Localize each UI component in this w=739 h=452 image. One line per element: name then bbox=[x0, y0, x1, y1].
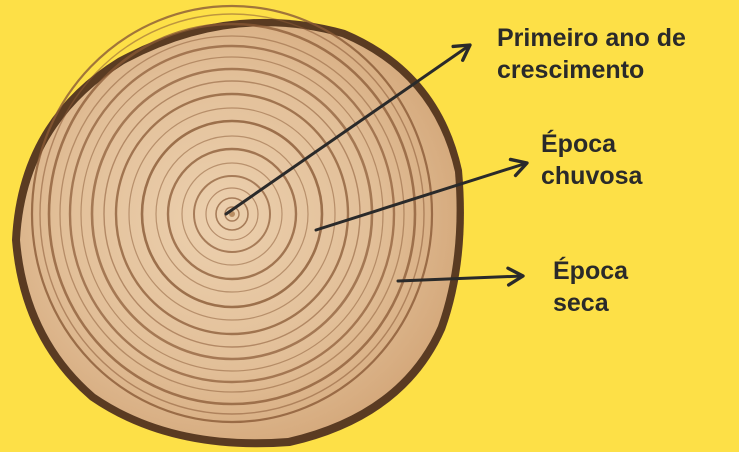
label-first-year-line2: crescimento bbox=[497, 54, 686, 86]
label-rainy-season-line1: Época bbox=[541, 128, 642, 160]
label-dry-season-line2: seca bbox=[553, 287, 628, 319]
label-rainy-season-line2: chuvosa bbox=[541, 160, 642, 192]
label-first-year: Primeiro ano de crescimento bbox=[497, 22, 686, 86]
label-dry-season-line1: Época bbox=[553, 255, 628, 287]
label-first-year-line1: Primeiro ano de bbox=[497, 22, 686, 54]
tree-ring-cross-section bbox=[12, 6, 464, 447]
label-rainy-season: Época chuvosa bbox=[541, 128, 642, 192]
label-dry-season: Época seca bbox=[553, 255, 628, 319]
